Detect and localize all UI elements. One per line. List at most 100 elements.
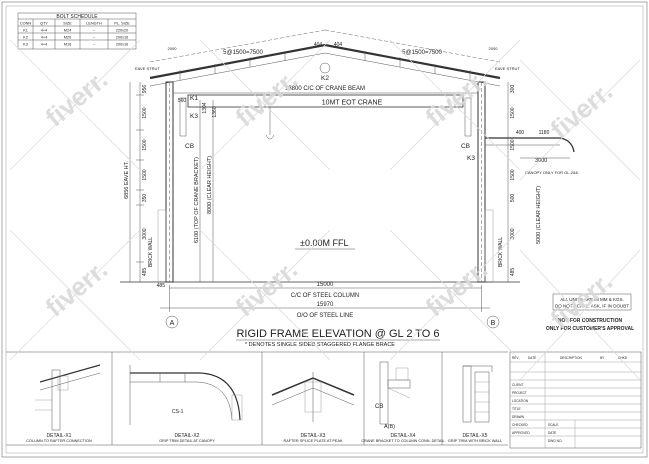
watermark-text: fiverr. xyxy=(230,64,304,133)
tb-label: PROJECT xyxy=(512,391,527,395)
crane-hook-icon xyxy=(265,134,275,140)
detail-x4-caption: CRANE BRACKET TO COLUMN CONN. DETAIL xyxy=(361,439,444,443)
bolt-header-size: SIZE xyxy=(63,22,72,26)
mid-dim: 1360 xyxy=(212,106,218,117)
conn-label-k1: K1 xyxy=(190,95,198,102)
crane-beam-label: 13800 C/C OF CRANE BEAM xyxy=(285,86,365,92)
drawing-subtitle: * DENOTES SINGLE SIDED STAGGERED FLANGE … xyxy=(245,342,395,348)
bolt-cell: 200x16 xyxy=(116,43,128,47)
clear-height-label-right: 5000 (CLEAR HEIGHT) xyxy=(536,186,542,244)
conn-label-k3-right: K3 xyxy=(467,155,475,162)
ridge-dim-right: 404 xyxy=(334,42,343,48)
detail-x5-sketch xyxy=(462,365,493,423)
watermark-text: fiverr. xyxy=(420,254,494,323)
detail-x4-title: DETAIL-X4 xyxy=(391,433,416,439)
brick-wall-label-left: BRICK WALL xyxy=(148,237,154,267)
detail-x2-caption: GRIP TRIM DETAIL AT CANOPY xyxy=(159,439,215,443)
bolt-cell: 4+4 xyxy=(41,43,47,47)
note-units: ALL UNITS ARE IN MM & KGS. xyxy=(560,297,624,302)
conn-label-k2: K2 xyxy=(321,75,329,82)
note-not-for-construction: NOT FOR CONSTRUCTION xyxy=(558,318,623,324)
bolt-header-length: LENGTH xyxy=(86,22,102,26)
detail-x1-caption: COLUMN TO RAFTER CONNECTION xyxy=(26,439,92,443)
conn-label-k3-left: K3 xyxy=(190,113,198,120)
span-cc-value: 15000 xyxy=(317,282,334,288)
detail-x2-cs1: CS-1 xyxy=(172,409,184,415)
title-block: REV DATE DESCRIPTION BY CHKD CLIENT PROJ… xyxy=(509,351,642,449)
bolt-cell: M24 xyxy=(64,29,71,33)
bolt-schedule: BOLT SCHEDULE CONN QTY SIZE LENGTH PL. S… xyxy=(17,12,137,50)
left-dim: 350 xyxy=(142,194,148,203)
detail-x4-sketch xyxy=(379,361,411,425)
right-dim: 500 xyxy=(510,194,516,203)
left-dim: 1500 xyxy=(142,169,148,180)
bolt-cell: K3 xyxy=(23,43,28,47)
bolt-cell: 4+4 xyxy=(41,29,47,33)
grid-bubble-a xyxy=(165,315,179,329)
general-notes: ALL UNITS ARE IN MM & KGS. DO NOT SCALE.… xyxy=(546,293,634,332)
clear-height-label-left: 8000 (CLEAR HEIGHT) xyxy=(207,156,213,214)
span-oo-label: O/O OF STEEL LINE xyxy=(297,313,353,319)
canopy-dim-1180: 1180 xyxy=(539,130,550,136)
conn-label-cb-right: CB xyxy=(461,143,470,150)
grid-bubble-b xyxy=(486,315,500,329)
left-dim: 1500 xyxy=(142,139,148,150)
span-cc-label: C/C OF STEEL COLUMN xyxy=(291,293,359,299)
bolt-cell: M20 xyxy=(64,36,71,40)
eave-strut-label-right: EAVE STRUT xyxy=(495,66,520,71)
detail-x4-ab: A(B) xyxy=(384,424,395,430)
right-dim: 3000 xyxy=(510,228,516,239)
tb-label: CLIENT xyxy=(512,383,523,387)
grid-label-a: A xyxy=(170,320,175,327)
brick-wall-label-right: BRICK WALL xyxy=(498,237,504,267)
bolt-header-conn: CONN xyxy=(20,22,31,26)
canopy-dim-3000: 3000 xyxy=(535,158,547,164)
detail-x1-sketch xyxy=(35,364,101,431)
tb-by: BY xyxy=(600,356,605,360)
tb-label: APPROVED xyxy=(512,431,530,435)
conn-label-cb-left: CB xyxy=(185,143,194,150)
tb-label: DRAWN xyxy=(512,415,525,419)
tb-label: DATE xyxy=(548,431,556,435)
bolt-cell: 220x20 xyxy=(116,29,128,33)
right-dim: 485 xyxy=(510,268,516,277)
rigid-frame-elevation: 5@1500=7500 5@1500=7500 404 404 K2 13800… xyxy=(120,29,579,329)
canopy xyxy=(485,137,575,153)
watermark-text: fiverr. xyxy=(40,64,114,133)
left-dim: 485 xyxy=(142,268,148,277)
bolt-schedule-title: BOLT SCHEDULE xyxy=(56,14,98,20)
detail-x3-sketch xyxy=(271,372,355,422)
ffl-label: ±0.00M FFL xyxy=(300,238,348,248)
tb-desc: DESCRIPTION xyxy=(560,356,582,360)
grid-label-b: B xyxy=(491,320,496,327)
detail-x3-caption: RAFTER SPLICE PLATE AT PEAK xyxy=(283,439,343,443)
k2-connection-marker xyxy=(319,62,331,74)
detail-x2-title: DETAIL-X2 xyxy=(175,433,200,439)
bolt-cell: 4+4 xyxy=(41,36,47,40)
detail-x5-title: DETAIL-X5 xyxy=(463,433,488,439)
detail-x3-title: DETAIL-X3 xyxy=(301,433,326,439)
rafter-flange xyxy=(149,52,501,87)
watermark-text: fiverr. xyxy=(40,254,114,323)
mid-dim: 1304 xyxy=(202,102,208,113)
bolt-cell: -- xyxy=(93,36,96,40)
watermark-text: fiverr. xyxy=(545,76,619,145)
left-crane-bracket xyxy=(179,97,187,137)
sheet-inner-border xyxy=(5,5,644,454)
tb-label: SCALE xyxy=(548,423,558,427)
purlin-spacing-left: 5@1500=7500 xyxy=(223,50,263,56)
bolt-header-qty: QTY xyxy=(40,22,48,26)
right-crane-bracket xyxy=(464,97,472,137)
eave-strut-label-left: EAVE STRUT xyxy=(135,66,160,71)
left-dim: 956 xyxy=(142,85,148,94)
detail-x4-cb: CB xyxy=(375,404,383,410)
eave-height-label: 6856 EAVE HT. xyxy=(124,161,130,199)
purlins xyxy=(179,51,471,80)
tb-label: DWG NO. xyxy=(548,439,562,443)
bottom-dim-485: 485 xyxy=(157,283,166,289)
detail-x5-caption: GRIP TRIM WITH BRICK WALL xyxy=(448,439,502,443)
canopy-dim-400: 400 xyxy=(516,130,525,136)
bolt-cell: 200x16 xyxy=(116,36,128,40)
